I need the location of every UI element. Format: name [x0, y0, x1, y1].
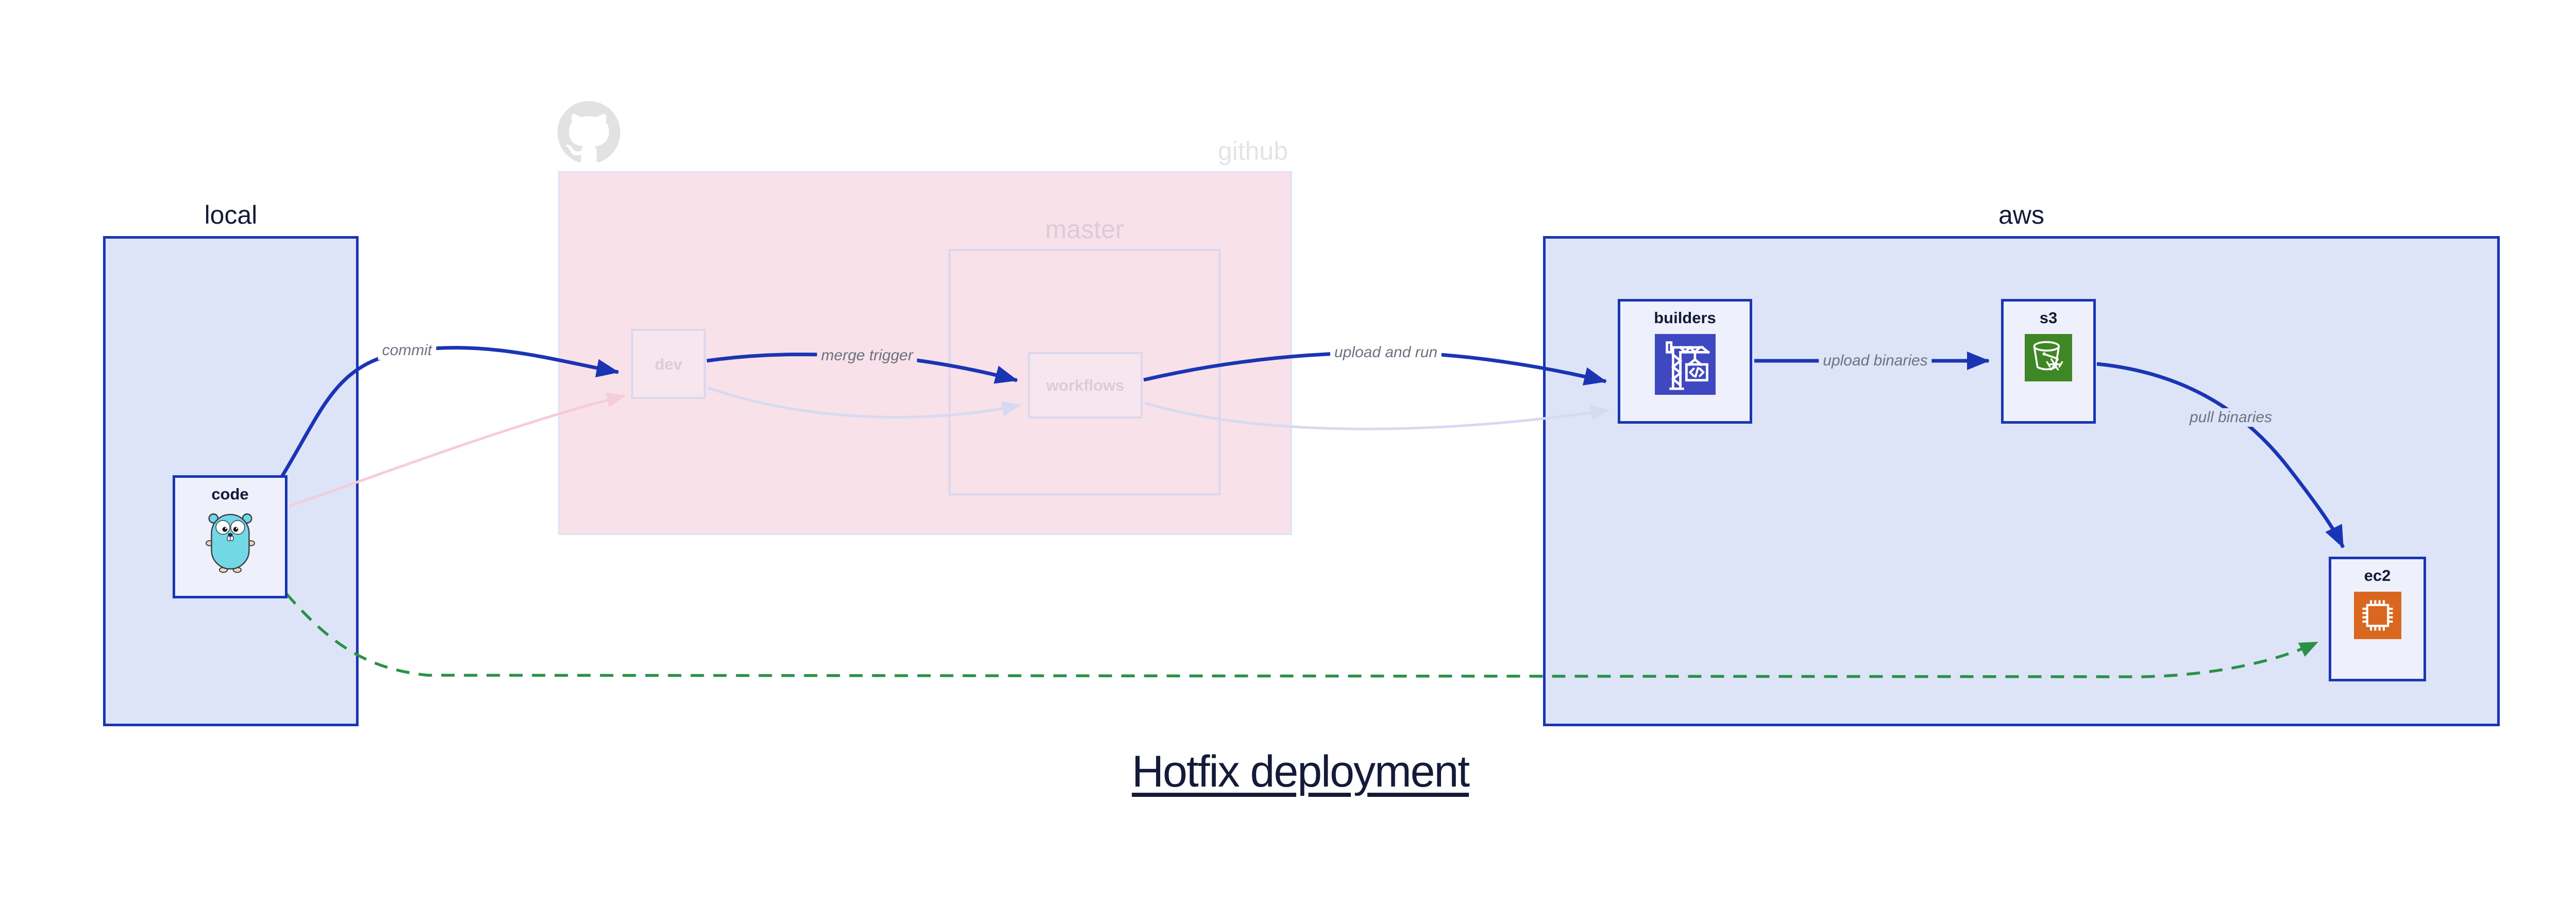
- group-label-master: master: [1045, 215, 1124, 244]
- edge-code-dev-faded: [289, 392, 625, 508]
- edge-label-merge-trigger: merge trigger: [817, 346, 918, 365]
- codebuild-crane-icon: [1654, 334, 1716, 395]
- group-label-aws: aws: [1998, 201, 2044, 229]
- github-octocat-icon: [557, 101, 620, 162]
- node-dev: dev: [631, 329, 706, 399]
- group-label-local: local: [204, 201, 258, 229]
- edge-workflows-builders-faded: [1144, 402, 1609, 430]
- node-ec2: ec2: [2329, 557, 2426, 681]
- edge-label-commit: commit: [378, 341, 436, 360]
- node-workflows: workflows: [1028, 352, 1143, 419]
- edge-commit: [279, 346, 619, 479]
- edge-dev-workflows-faded: [707, 386, 1021, 419]
- node-workflows-label: workflows: [1046, 376, 1125, 394]
- node-code: code: [173, 475, 287, 598]
- diagram-title: Hotfix deployment: [1131, 747, 1470, 796]
- edge-label-pull-binaries: pull binaries: [2185, 408, 2277, 427]
- edge-code-ec2-dashed: [285, 593, 2318, 678]
- node-s3: s3: [2001, 299, 2096, 424]
- go-gopher-icon: [205, 513, 255, 573]
- node-ec2-label: ec2: [2364, 566, 2391, 584]
- node-code-label: code: [211, 485, 249, 503]
- node-s3-label: s3: [2039, 309, 2058, 327]
- edge-label-upload-binaries: upload binaries: [1819, 352, 1932, 370]
- edge-label-upload-and-run: upload and run: [1330, 343, 1442, 362]
- node-builders-label: builders: [1654, 309, 1716, 327]
- edge-pull-binaries: [2096, 362, 2345, 548]
- node-dev-label: dev: [654, 355, 683, 373]
- group-label-github: github: [1217, 137, 1288, 165]
- ec2-chip-icon: [2353, 592, 2401, 639]
- node-builders: builders: [1618, 299, 1752, 424]
- group-master-box: [948, 249, 1221, 495]
- s3-glacier-bucket-icon: [2025, 334, 2072, 381]
